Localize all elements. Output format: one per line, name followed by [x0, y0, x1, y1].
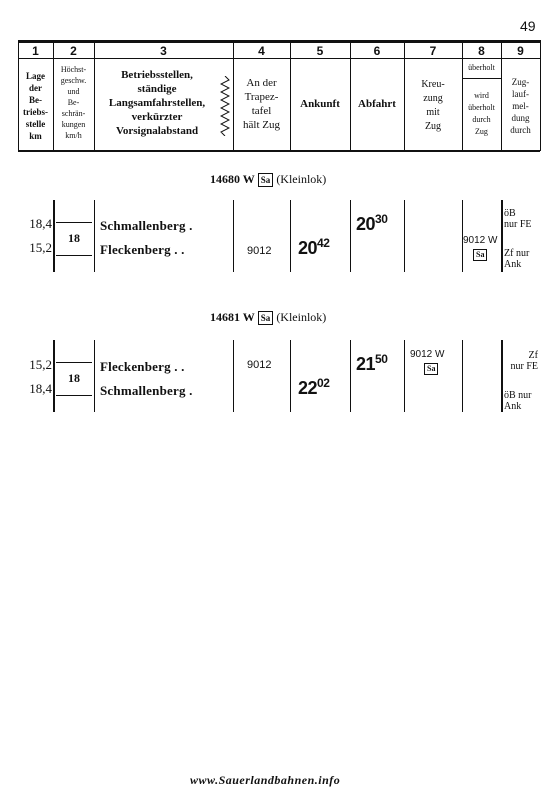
- departure-time: 2150: [356, 352, 388, 374]
- row-divider: [350, 340, 351, 412]
- header-col-divider: [94, 40, 95, 151]
- speed-rule: [56, 255, 92, 256]
- row-divider: [53, 200, 55, 272]
- row-divider: [462, 340, 463, 412]
- crossing-train: 9012 W: [410, 349, 445, 360]
- footer-url: www.Sauerlandbahnen.info: [190, 773, 341, 787]
- row-divider: [290, 340, 291, 412]
- row-divider: [94, 340, 95, 412]
- row-divider: [350, 200, 351, 272]
- sa-badge: Sa: [257, 311, 274, 325]
- row-divider: [501, 200, 503, 272]
- header-col-divider: [350, 40, 351, 151]
- col-number-1: 1: [32, 44, 39, 58]
- header-col-divider: [290, 40, 291, 151]
- col-number-3: 3: [160, 44, 167, 58]
- header-bottom-rule: [18, 150, 540, 152]
- trapez-value: 9012: [247, 359, 272, 371]
- speed-value: 18: [68, 231, 80, 245]
- header-col6: Abfahrt: [358, 98, 396, 110]
- overtaken-by: 9012 W: [463, 235, 498, 246]
- row-divider: [462, 200, 463, 272]
- station-name: Fleckenberg . .: [100, 359, 185, 374]
- station-name: Fleckenberg . .: [100, 242, 185, 257]
- page-number: 49: [520, 18, 536, 34]
- header-number-rule: [18, 58, 540, 59]
- header-col8-divider: [462, 78, 501, 79]
- sa-badge: Sa: [424, 363, 439, 375]
- speed-rule: [56, 362, 92, 363]
- sa-badge: Sa: [473, 249, 488, 261]
- col-number-4: 4: [258, 44, 265, 58]
- arrival-time: 2202: [298, 376, 330, 398]
- row-divider: [404, 340, 405, 412]
- speed-value: 18: [68, 371, 80, 385]
- header-col-divider: [233, 40, 234, 151]
- header-col-divider: [501, 40, 502, 151]
- header-col5: Ankunft: [300, 98, 340, 110]
- col-number-7: 7: [429, 44, 437, 58]
- header-col2: Höchst-geschw.und Be-schrän-kungen km/h: [60, 65, 87, 140]
- wavy-line-icon: [220, 76, 230, 136]
- header-col-divider: [462, 40, 463, 151]
- row-divider: [290, 200, 291, 272]
- station-name: Schmallenberg .: [100, 383, 193, 398]
- row-divider: [53, 340, 55, 412]
- col-number-2: 2: [70, 44, 77, 58]
- header-col8-top: überholt: [468, 63, 495, 72]
- header-col-divider: [404, 40, 405, 151]
- km-value: 18,4: [29, 216, 52, 231]
- header-col-divider: [18, 40, 19, 151]
- sa-badge: Sa: [257, 173, 274, 187]
- header-col-divider: [53, 40, 54, 151]
- row-divider: [501, 340, 503, 412]
- header-top-rule: [18, 40, 540, 43]
- trapez-value: 9012: [247, 245, 272, 257]
- col-number-8: 8: [478, 44, 485, 58]
- speed-rule: [56, 222, 92, 223]
- speed-rule: [56, 395, 92, 396]
- station-name: Schmallenberg .: [100, 218, 193, 233]
- row-divider: [94, 200, 95, 272]
- km-value: 15,2: [29, 357, 52, 372]
- row-divider: [233, 200, 234, 272]
- row-divider: [404, 200, 405, 272]
- header-col-divider: [540, 40, 541, 151]
- col-number-9: 9: [517, 44, 524, 58]
- col-number-6: 6: [373, 44, 381, 58]
- row-divider: [233, 340, 234, 412]
- km-value: 15,2: [29, 240, 52, 255]
- arrival-time: 2042: [298, 236, 330, 258]
- departure-time: 2030: [356, 212, 388, 234]
- col-number-5: 5: [316, 44, 324, 58]
- km-value: 18,4: [29, 381, 52, 396]
